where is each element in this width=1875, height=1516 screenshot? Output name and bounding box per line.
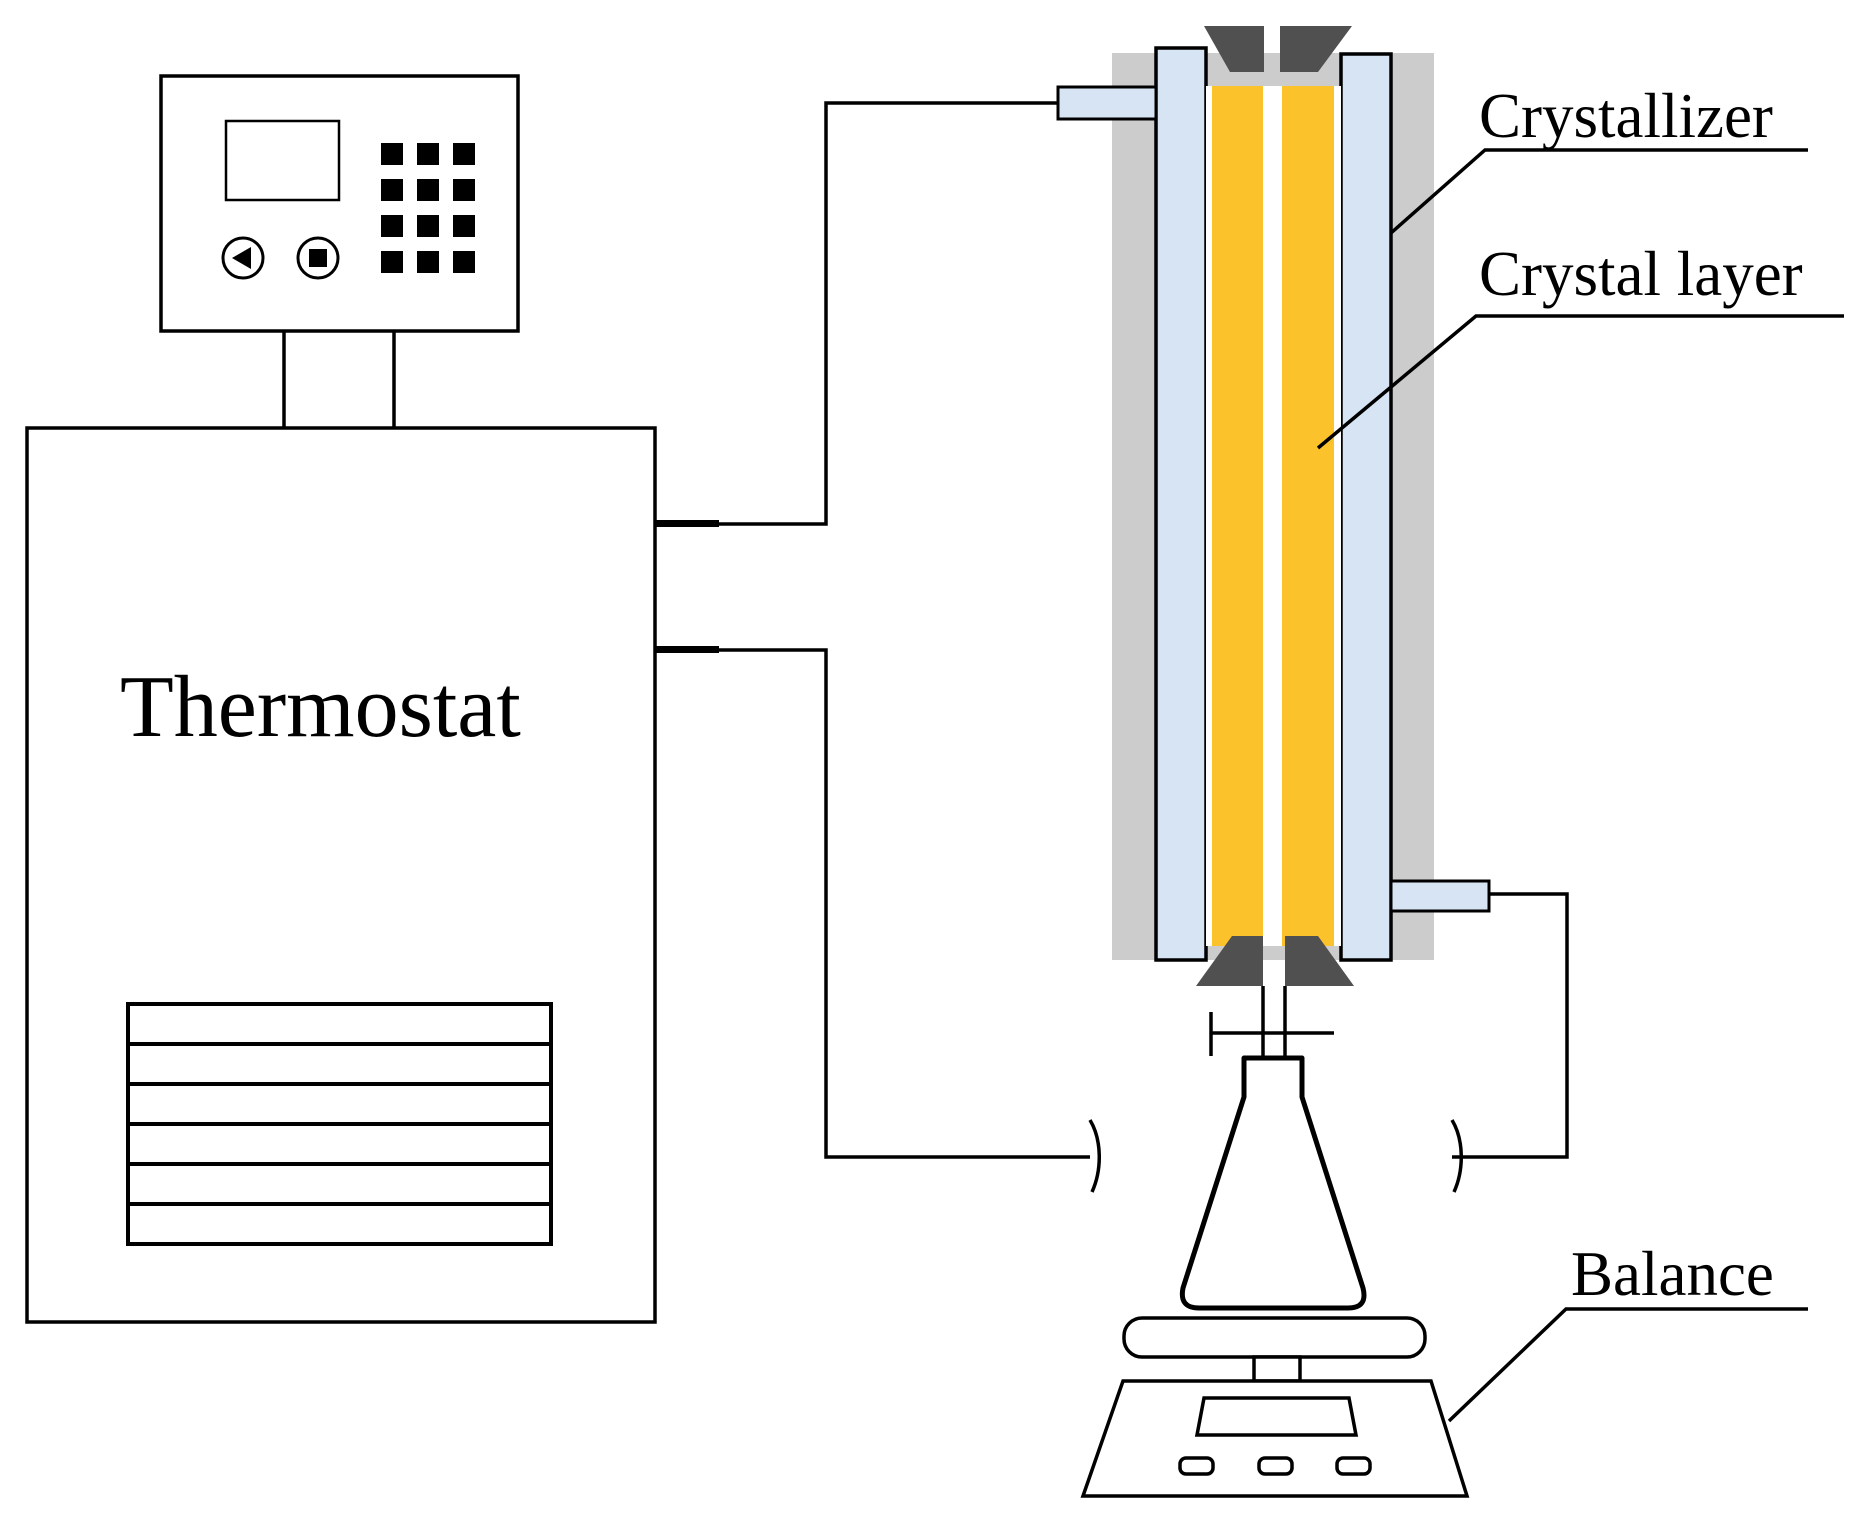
crystal-layer-left: [1212, 86, 1263, 946]
crystallizer-label: Crystallizer: [1479, 81, 1773, 151]
crystal-layer-label: Crystal layer: [1479, 239, 1803, 309]
balance-button: [1257, 1456, 1294, 1476]
keypad-key: [417, 215, 439, 237]
crystal-layer-right: [1282, 86, 1334, 946]
tube-break-left: [1088, 1119, 1101, 1193]
drain-assembly: [1209, 986, 1334, 1058]
cooling-jacket-left: [1154, 46, 1208, 962]
keypad-key: [417, 143, 439, 165]
play-left-icon: [221, 236, 265, 280]
keypad-key: [381, 143, 403, 165]
balance-button: [1178, 1456, 1215, 1476]
supply-tube: [719, 101, 1058, 526]
keypad-key: [453, 251, 475, 273]
stop-icon: [296, 236, 340, 280]
crystal-layer-leader: [1316, 314, 1844, 450]
top-seal-right: [1280, 26, 1352, 72]
outlet-nozzle: [1389, 879, 1491, 913]
cooling-jacket-right: [1339, 52, 1393, 962]
control-panel: [159, 74, 520, 428]
collection-flask: [1179, 1055, 1367, 1311]
callouts: [1316, 148, 1844, 1423]
balance-stem: [1252, 1355, 1302, 1383]
keypad: [381, 143, 475, 273]
thermostat-label: Thermostat: [120, 659, 521, 756]
keypad-key: [453, 179, 475, 201]
crystallizer: [1056, 26, 1491, 986]
balance-button: [1335, 1456, 1372, 1476]
thermostat: Thermostat: [25, 426, 719, 1324]
keypad-key: [381, 215, 403, 237]
keypad-key: [417, 179, 439, 201]
bottom-seal-right: [1285, 936, 1354, 986]
inlet-nozzle: [1056, 85, 1158, 121]
balance-label: Balance: [1571, 1239, 1774, 1309]
top-seal-left: [1204, 26, 1264, 72]
bottom-seal-left: [1196, 936, 1263, 986]
return-tube-right: [1452, 892, 1569, 1159]
thermostat-vent: [126, 1002, 553, 1246]
thermostat-port-upper: [655, 520, 719, 527]
balance-pan: [1122, 1316, 1427, 1359]
balance-display: [1194, 1396, 1359, 1437]
balance: [1080, 1316, 1470, 1498]
keypad-key: [453, 215, 475, 237]
balance-leader: [1447, 1307, 1808, 1423]
control-panel-display: [224, 119, 341, 202]
return-tube-left: [719, 648, 1090, 1159]
keypad-key: [381, 251, 403, 273]
crystallizer-leader: [1389, 148, 1808, 235]
keypad-key: [417, 251, 439, 273]
keypad-key: [381, 179, 403, 201]
control-panel-body: [159, 74, 520, 333]
tubing: [719, 101, 1569, 1193]
thermostat-port-lower: [655, 646, 719, 653]
keypad-key: [453, 143, 475, 165]
